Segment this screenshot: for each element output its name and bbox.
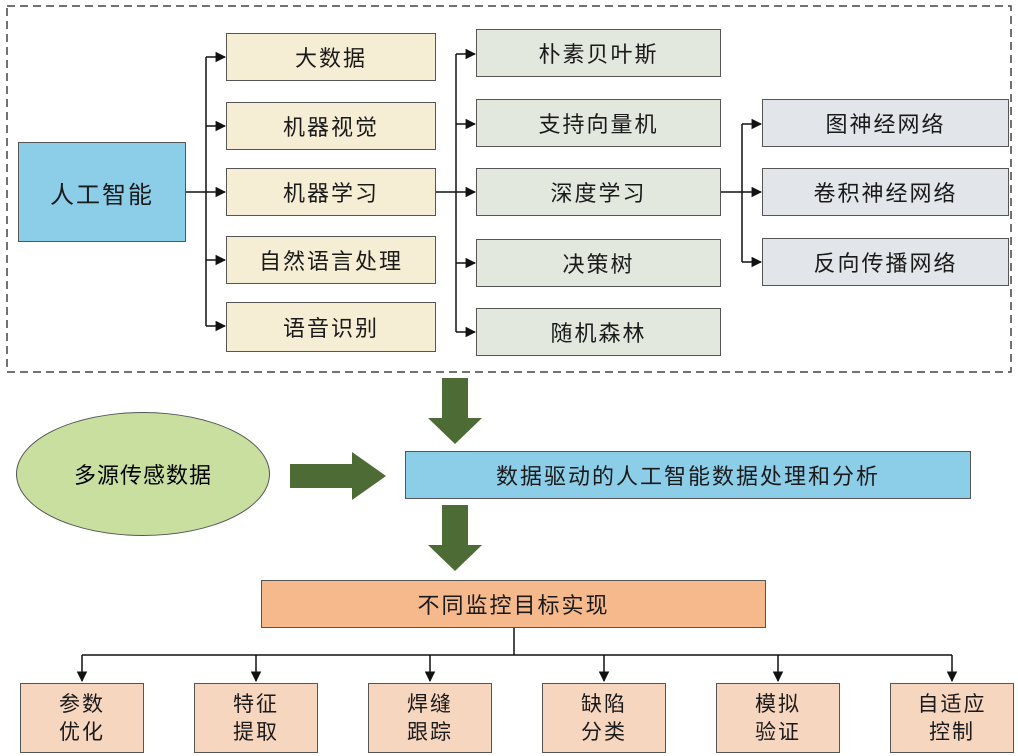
output-line1: 自适应 <box>917 692 987 716</box>
node-ai-root: 人工智能 <box>18 142 186 242</box>
output-line2: 优化 <box>59 720 105 744</box>
output-seam-tracking: 焊缝 跟踪 <box>368 683 492 753</box>
output-line2: 控制 <box>929 720 975 744</box>
output-feature-extraction: 特征 提取 <box>194 683 318 753</box>
node-big-data: 大数据 <box>226 33 436 81</box>
node-decision-tree: 决策树 <box>476 239 721 287</box>
node-deep-learning: 深度学习 <box>476 168 721 216</box>
output-adaptive-control: 自适应 控制 <box>890 683 1014 753</box>
output-defect-classification: 缺陷 分类 <box>542 683 666 753</box>
output-line2: 分类 <box>581 720 627 744</box>
dl-to-level3-connectors <box>721 118 763 268</box>
output-line1: 缺陷 <box>581 692 627 716</box>
target-to-outputs-connectors <box>76 628 958 683</box>
output-line1: 模拟 <box>755 692 801 716</box>
node-cnn: 卷积神经网络 <box>762 168 1009 216</box>
ml-to-level2-connectors <box>436 48 477 338</box>
node-multi-source-data: 多源传感数据 <box>16 412 270 536</box>
output-parameter-optimization: 参数 优化 <box>20 683 144 753</box>
output-line1: 参数 <box>59 692 105 716</box>
ai-frame <box>6 5 1012 373</box>
node-bp-network: 反向传播网络 <box>762 238 1009 286</box>
output-line2: 跟踪 <box>407 720 453 744</box>
node-svm: 支持向量机 <box>476 99 721 147</box>
node-gnn: 图神经网络 <box>762 99 1009 147</box>
output-simulation-validation: 模拟 验证 <box>716 683 840 753</box>
output-line2: 提取 <box>233 720 279 744</box>
output-line1: 焊缝 <box>407 692 453 716</box>
down-arrow-2 <box>428 505 482 571</box>
root-to-level1-connectors <box>186 51 227 332</box>
right-arrow <box>290 452 386 500</box>
node-machine-learning: 机器学习 <box>226 168 436 216</box>
node-monitoring-targets: 不同监控目标实现 <box>261 580 766 628</box>
node-nlp: 自然语言处理 <box>226 236 436 284</box>
output-line2: 验证 <box>755 720 801 744</box>
node-naive-bayes: 朴素贝叶斯 <box>476 29 721 77</box>
node-data-driven-analysis: 数据驱动的人工智能数据处理和分析 <box>405 451 971 499</box>
node-machine-vision: 机器视觉 <box>226 102 436 150</box>
down-arrow-1 <box>428 378 482 444</box>
output-line1: 特征 <box>233 692 279 716</box>
node-speech-recognition: 语音识别 <box>226 302 436 352</box>
node-random-forest: 随机森林 <box>476 308 721 356</box>
